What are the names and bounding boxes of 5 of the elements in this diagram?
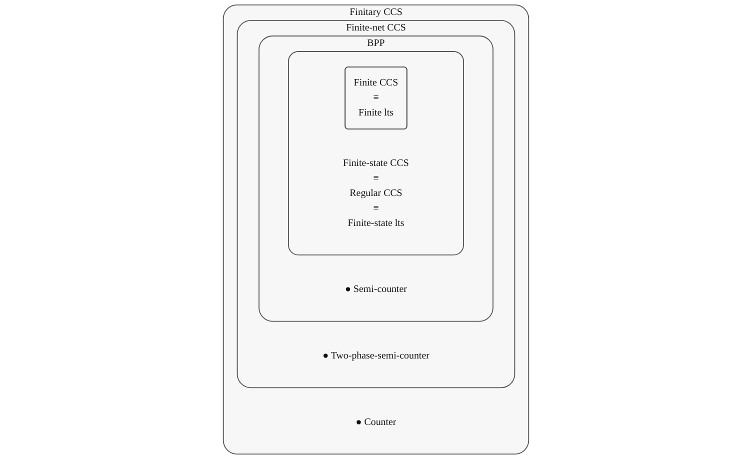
node-text: Finite-state CCS ≡ Regular CCS ≡ Finite-state lts <box>343 158 409 228</box>
node-text: ● Two-phase-semi-counter <box>322 350 430 361</box>
node-text: ● Counter <box>356 416 396 428</box>
cluster <box>288 51 464 256</box>
node-text: ● Semi-counter <box>345 284 407 295</box>
